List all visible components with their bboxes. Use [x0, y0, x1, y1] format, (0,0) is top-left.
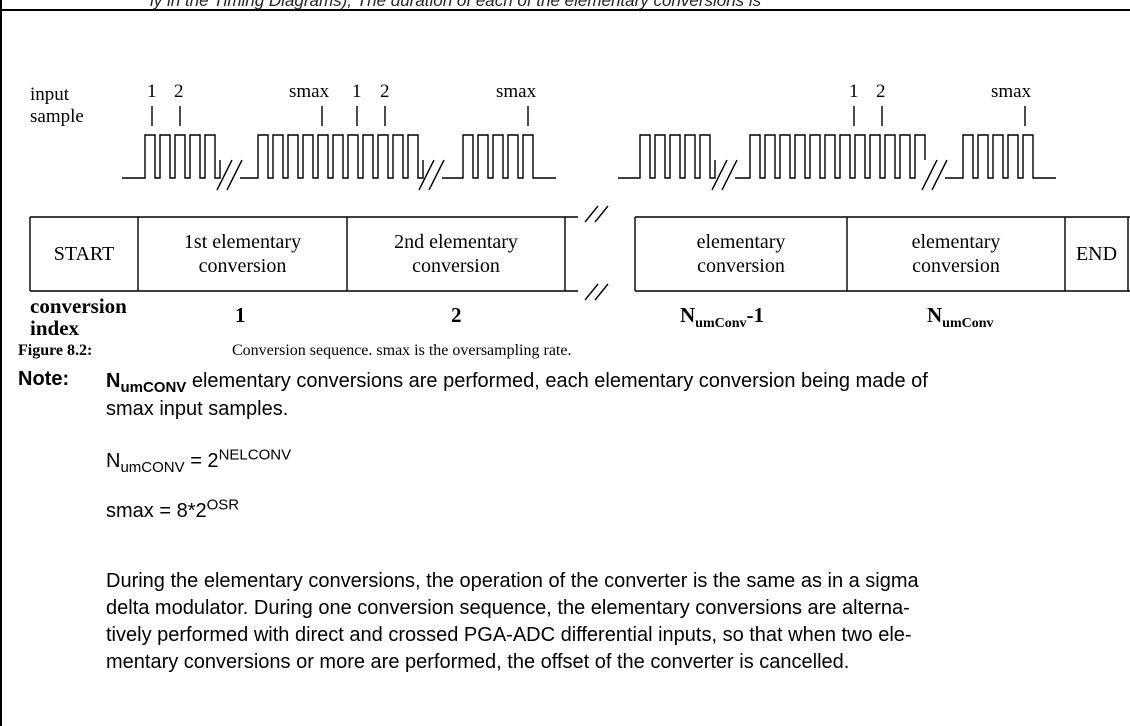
figure-caption: Conversion sequence. smax is the oversam… [232, 342, 572, 359]
figure-number: Figure 8.2: [18, 342, 93, 359]
break-slash [584, 205, 599, 223]
break-slash [428, 159, 445, 191]
cell-penultimate-conversion: elementary conversion [635, 217, 847, 291]
top-rule [0, 9, 1130, 11]
marker-2: 2 [380, 81, 390, 102]
break-slash [594, 283, 609, 301]
paragraph-line2: delta modulator. During one conversion s… [106, 597, 910, 619]
input-label: input [30, 84, 70, 105]
break-slash [594, 205, 609, 223]
equation-numconv: NumCONV = 2NELCONV [106, 446, 292, 476]
cell-first-conversion: 1st elementary conversion [138, 217, 347, 291]
cell-penult-line2: conversion [697, 255, 785, 277]
header-fragment: ly in the Timing Diagrams); The duration… [150, 0, 762, 10]
sample-label: sample [30, 106, 84, 127]
marker-smax: smax [289, 81, 330, 102]
index-last: NumConv [927, 303, 994, 332]
note-lead-rest: elementary conversions are performed, ea… [186, 370, 928, 392]
pulse-train-right [618, 134, 1056, 179]
paragraph-line4: mentary conversions or more are performe… [106, 651, 850, 673]
timing-diagram [29, 106, 1130, 301]
cell-first-line2: conversion [198, 255, 287, 277]
cell-second-line2: conversion [412, 255, 500, 277]
index-label-line2: index [30, 316, 80, 340]
cell-start-label: START [53, 243, 115, 265]
note-n-sub: umCONV [120, 379, 187, 396]
cell-start: START [30, 217, 138, 291]
paragraph-line1: During the elementary conversions, the o… [106, 570, 919, 592]
cell-first-line1: 1st elementary [183, 231, 302, 253]
cell-second-line1: 2nd elementary [394, 231, 518, 253]
paragraph-line3: tively performed with direct and crossed… [106, 624, 912, 646]
note-n: N [106, 370, 121, 392]
cell-last-line2: conversion [912, 255, 1000, 277]
index-second: 2 [451, 303, 462, 327]
break-slash [721, 159, 738, 191]
marker-1: 1 [849, 81, 859, 102]
cell-last-conversion: elementary conversion [847, 217, 1065, 291]
marker-1: 1 [147, 81, 157, 102]
break-slash [418, 159, 435, 191]
marker-2: 2 [876, 81, 886, 102]
note-line2: smax input samples. [106, 398, 289, 420]
pulse-train-left [122, 134, 556, 179]
note-line1: NumCONV elementary conversions are perfo… [106, 368, 1130, 395]
break-slash [584, 283, 599, 301]
note-label: Note: [18, 368, 70, 390]
index-penultimate: NumConv-1 [680, 303, 765, 332]
cell-second-conversion: 2nd elementary conversion [347, 217, 565, 291]
cell-end-label: END [1075, 243, 1118, 265]
marker-1: 1 [352, 81, 362, 102]
marker-smax: smax [991, 81, 1032, 102]
index-first: 1 [235, 303, 246, 327]
cell-last-line1: elementary [911, 231, 1001, 253]
break-slash [711, 159, 728, 191]
break-slash [921, 159, 938, 191]
break-slash [216, 159, 233, 191]
cell-penult-line1: elementary [696, 231, 786, 253]
cell-end: END [1065, 217, 1128, 291]
marker-2: 2 [174, 81, 184, 102]
marker-smax: smax [496, 81, 537, 102]
conversion-index-label: conversion index [30, 295, 127, 339]
equation-smax: smax = 8*2OSR [106, 496, 240, 522]
break-slash [226, 159, 243, 191]
index-label-line1: conversion [30, 294, 127, 318]
break-slash [931, 159, 948, 191]
